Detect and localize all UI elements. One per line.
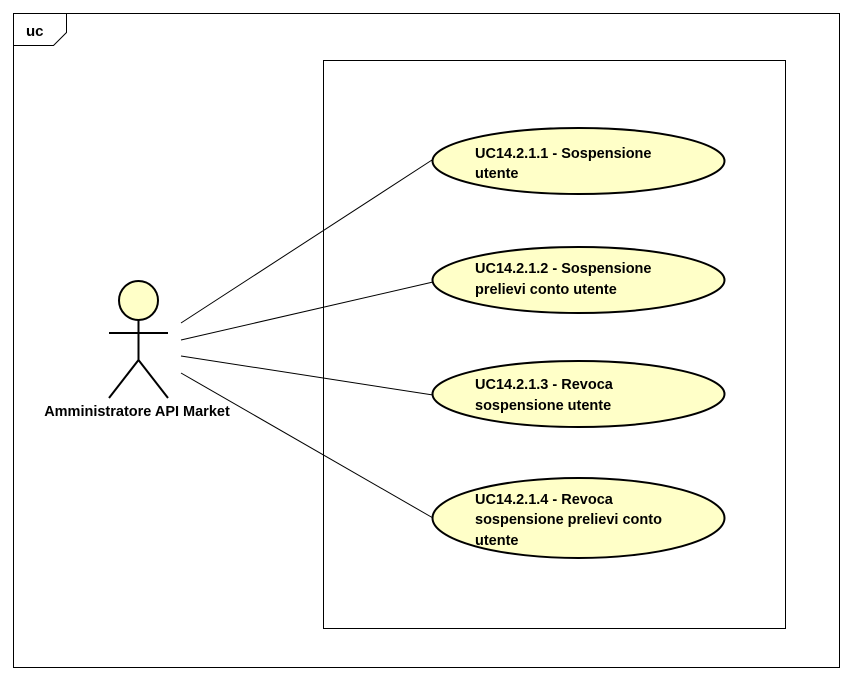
association-uc4 — [180, 372, 434, 519]
frame-tab — [13, 13, 67, 46]
actor-name: Amministratore API Market — [44, 404, 230, 420]
use-case-label: UC14.2.1.4 - Revoca sospensione prelievi… — [475, 492, 666, 549]
use-case-4[interactable]: UC14.2.1.4 - Revoca sospensione prelievi… — [431, 477, 726, 559]
use-case-3[interactable]: UC14.2.1.3 - Revoca sospensione utente — [431, 360, 726, 428]
actor-head — [118, 280, 159, 321]
actor[interactable]: Amministratore API Market — [44, 280, 230, 420]
association-uc2 — [180, 281, 434, 341]
association-uc1 — [180, 159, 433, 324]
use-case-ellipse — [431, 246, 726, 314]
diagram-frame — [13, 13, 840, 668]
use-case-ellipse — [431, 127, 726, 195]
actor-right-leg — [137, 359, 169, 399]
use-case-ellipse — [431, 477, 726, 559]
use-case-1[interactable]: UC14.2.1.1 - Sospensione utente — [431, 127, 726, 195]
actor-left-leg — [108, 359, 140, 399]
frame-label: uc — [26, 23, 44, 40]
system-boundary — [323, 60, 786, 629]
use-case-label: UC14.2.1.2 - Sospensione prelievi conto … — [475, 261, 656, 298]
association-uc3 — [180, 355, 434, 396]
use-case-2[interactable]: UC14.2.1.2 - Sospensione prelievi conto … — [431, 246, 726, 314]
use-case-label: UC14.2.1.3 - Revoca sospensione utente — [475, 377, 617, 414]
use-case-label: UC14.2.1.1 - Sospensione utente — [475, 146, 656, 182]
use-case-ellipse — [431, 360, 726, 428]
